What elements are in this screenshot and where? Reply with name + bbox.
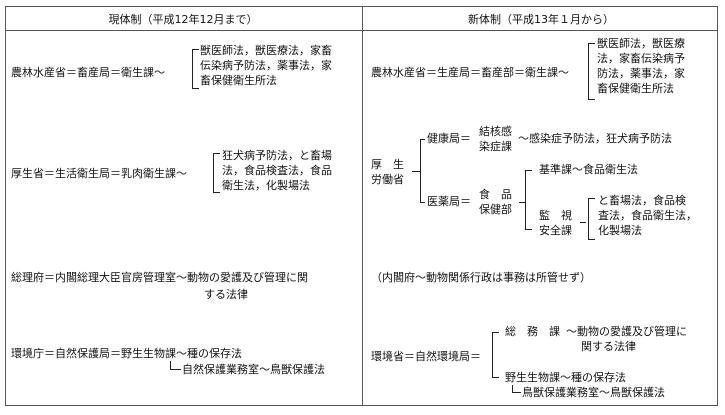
new-env-org: 環境省＝自然環境局＝: [371, 350, 481, 363]
table-frame: [5, 6, 718, 406]
new-health-bureau: 健康局＝: [427, 132, 471, 145]
header-new-system: 新体制（平成13年１月から）: [468, 13, 614, 26]
old-maff-org: 農林水産省＝畜産局＝衛生課～: [11, 66, 165, 79]
new-surveillance-bracket: [588, 198, 595, 240]
old-pmo-line1: 総理府＝内閣総理大臣官房管理室～動物の愛護及び管理に関: [11, 271, 308, 284]
new-standards-division: 基準課～食品衛生法: [539, 163, 638, 176]
new-general-affairs: 総 務 課: [505, 325, 560, 338]
old-mhw-org: 厚生省＝生活衛生局＝乳肉衛生課～: [11, 167, 187, 180]
new-maff-laws: 獣医師法，獣医療 法，家畜伝染病予 防法，薬事法，家 畜保健衛生所法: [597, 37, 685, 95]
new-food-dept-bracket: [525, 170, 532, 230]
new-pharma-bureau: 医薬局＝: [427, 195, 471, 208]
new-food-dept-connector: [519, 202, 525, 203]
old-env-line1: 環境庁＝自然保護局＝野生生物課～種の保存法: [11, 347, 242, 360]
old-env-line2: 自然保護業務室～鳥獣保護法: [182, 363, 325, 376]
old-mhw-laws: 狂犬病予防法，と畜場 法，食品検査法，食品 衛生法，化製場法: [222, 149, 332, 192]
new-health-division: 結核感 染症課: [479, 125, 512, 153]
new-surveillance-division: 監 視 安全課: [539, 209, 572, 237]
old-env-connector: [170, 361, 181, 370]
old-maff-bracket: [192, 49, 199, 89]
old-pmo-line2: する法律: [204, 288, 248, 301]
new-general-law-1: ～動物の愛護及び管理に: [566, 325, 687, 338]
new-maff-bracket: [588, 43, 595, 100]
old-maff-laws: 獣医師法，獣医療法，家畜 伝染病予防法，薬事法，家 畜保健衛生所法: [200, 44, 332, 87]
new-maff-org: 農林水産省＝生産局＝畜産部＝衛生課～: [371, 66, 569, 79]
new-env-bracket: [492, 332, 499, 378]
new-mhlw-name: 厚 生 労働省: [371, 158, 404, 186]
new-cabinet-note: （内閣府～動物関係行政は事務は所管せず）: [371, 271, 591, 284]
old-mhw-bracket: [213, 153, 220, 193]
new-food-dept: 食 品 保健部: [479, 188, 512, 216]
column-divider: [362, 6, 363, 406]
new-surveillance-laws: と畜場法，食品検 査法，食品衛生法， 化製場法: [598, 194, 697, 237]
new-surveillance-connector: [580, 222, 586, 223]
new-protection-connector: [512, 385, 521, 393]
header-divider: [5, 30, 718, 31]
header-old-system: 現体制（平成12年12月まで）: [108, 13, 258, 26]
new-mhlw-bracket: [420, 139, 425, 203]
new-wildlife-division: 野生生物課～種の保存法: [505, 371, 626, 384]
new-mhlw-connector: [412, 171, 420, 172]
new-protection-office: 鳥獣保護業務室～鳥獣保護法: [522, 386, 665, 399]
new-health-laws: ～感染症予防法，狂犬病予防法: [518, 132, 672, 145]
new-general-law-2: 関する法律: [581, 340, 636, 353]
